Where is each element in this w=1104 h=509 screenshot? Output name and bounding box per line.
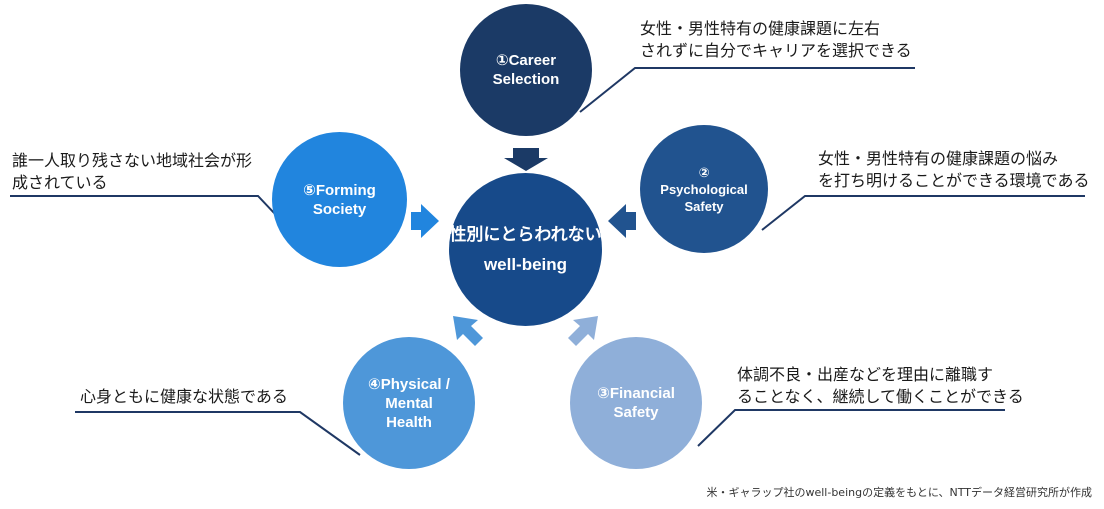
financial-safety-circle: ③Financial Safety: [570, 337, 702, 469]
career-description-line1: 女性・男性特有の健康課題に左右: [640, 19, 881, 38]
physical-label-line2: Mental: [385, 394, 433, 412]
center-label-line1: 性別にとらわれない: [449, 224, 602, 244]
psych-description-line2: を打ち明けることができる環境である: [818, 171, 1090, 190]
forming-description-line2: 成されている: [12, 173, 108, 192]
physical-label-line3: Health: [386, 413, 432, 431]
physical-label-line1: ④Physical /: [368, 375, 450, 393]
source-footnote: 米・ギャラップ社のwell-beingの定義をもとに、NTTデータ経営研究所が作…: [706, 486, 1092, 499]
forming-label-line2: Society: [312, 200, 367, 218]
career-description-line2: されずに自分でキャリアを選択できる: [640, 41, 912, 60]
financial-description-line2: ることなく、継続して働くことができる: [737, 387, 1024, 406]
physical-description-line1: 心身ともに健康な状態である: [80, 387, 288, 406]
arrow-forming: [411, 204, 439, 238]
center-label-line2: well-being: [483, 254, 568, 274]
financial-label-line2: Safety: [613, 404, 659, 421]
physical-mental-health-circle: ④Physical / Mental Health: [343, 337, 475, 469]
arrow-physical: [453, 316, 483, 346]
leader-line-physical: [75, 411, 361, 456]
arrow-career: [504, 148, 548, 171]
psychological-safety-circle: ② Psychological Safety: [640, 125, 768, 253]
forming-description: 誰一人取り残さない地域社会が形 成されている: [12, 150, 252, 194]
financial-description-line1: 体調不良・出産などを理由に離職す: [737, 365, 994, 384]
forming-society-circle: ⑤Forming Society: [272, 132, 407, 267]
career-label-line1: ①Career: [495, 52, 557, 69]
arrow-psych: [608, 204, 636, 238]
psych-description: 女性・男性特有の健康課題の悩み を打ち明けることができる環境である: [818, 148, 1090, 192]
career-description: 女性・男性特有の健康課題に左右 されずに自分でキャリアを選択できる: [640, 18, 912, 62]
forming-label-line1: ⑤Forming: [303, 181, 376, 199]
leader-line-psych: [761, 195, 1085, 231]
center-wellbeing-circle: 性別にとらわれない well-being: [449, 173, 602, 326]
leader-line-financial: [697, 409, 1005, 447]
financial-description: 体調不良・出産などを理由に離職す ることなく、継続して働くことができる: [737, 364, 1024, 408]
psych-label-line1: ②: [698, 164, 710, 180]
arrow-financial: [568, 316, 598, 346]
forming-description-line1: 誰一人取り残さない地域社会が形: [12, 151, 253, 170]
psych-label-line2: Psychological: [660, 181, 748, 197]
career-selection-circle: ①Career Selection: [460, 4, 592, 136]
psych-description-line1: 女性・男性特有の健康課題の悩み: [818, 149, 1059, 168]
financial-label-line1: ③Financial: [597, 385, 675, 402]
psych-label-line3: Safety: [684, 198, 724, 214]
physical-description: 心身ともに健康な状態である: [80, 386, 288, 408]
leader-line-career: [579, 67, 915, 113]
leader-line-forming: [10, 195, 293, 233]
career-label-line2: Selection: [492, 71, 560, 88]
